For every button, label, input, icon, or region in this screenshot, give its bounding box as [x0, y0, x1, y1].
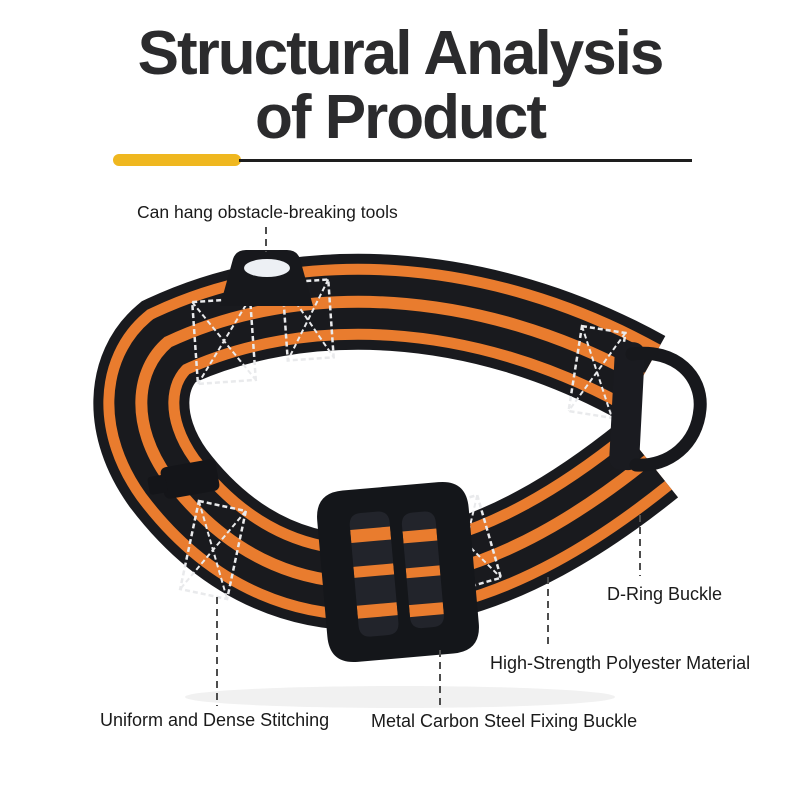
divider-accent-bar [113, 154, 241, 166]
safety-belt-photo [93, 250, 707, 662]
callout-fixing-buckle: Metal Carbon Steel Fixing Buckle [371, 711, 638, 731]
stitch-box [281, 278, 335, 362]
callout-polyester: High-Strength Polyester Material [490, 653, 751, 673]
slot-strap-stripe [350, 526, 392, 543]
callout-d-ring: D-Ring Buckle [607, 584, 723, 604]
slot-strap-stripe [356, 602, 398, 619]
stitch-box [190, 296, 258, 386]
slot-strap-stripe [402, 528, 438, 544]
callout-hang-tools: Can hang obstacle-breaking tools [137, 202, 398, 222]
adjuster-clip [147, 459, 220, 499]
belt-shadow [185, 686, 615, 708]
d-ring-buckle [609, 341, 707, 472]
slot-strap-stripe [408, 602, 444, 618]
callout-stitching: Uniform and Dense Stitching [100, 710, 330, 730]
slot-strap-stripe [353, 563, 395, 578]
slot-strap-stripe [405, 565, 441, 579]
tool-hanging-loop [220, 250, 313, 306]
stitch-box [567, 324, 627, 420]
title-divider [113, 154, 692, 166]
title-line-2: of Product [255, 83, 547, 152]
divider-line [239, 159, 692, 162]
title-line-1: Structural Analysis [137, 19, 665, 88]
fixing-buckle [317, 482, 479, 662]
